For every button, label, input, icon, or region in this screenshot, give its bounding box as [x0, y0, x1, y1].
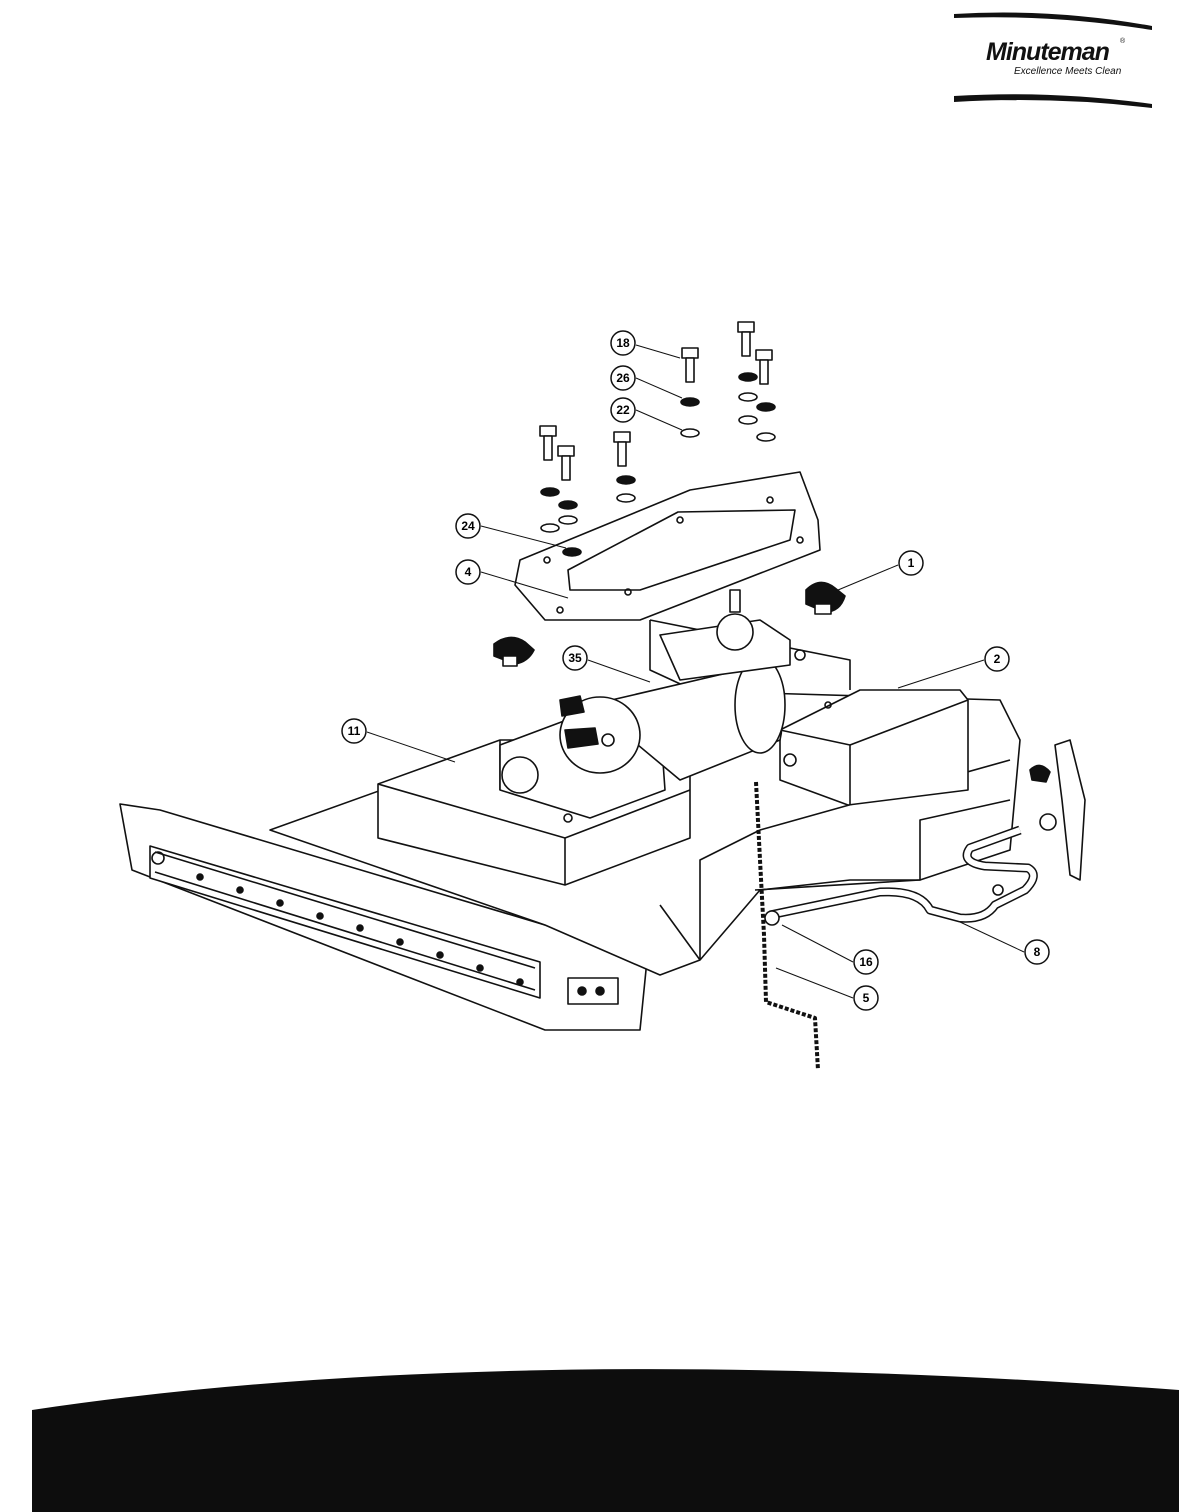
svg-text:35: 35 — [568, 651, 582, 665]
logo-tagline: Excellence Meets Clean — [1014, 66, 1122, 77]
logo-swoosh-lines — [954, 12, 1152, 108]
part-35-motor — [499, 613, 832, 823]
part-16-fitting — [764, 910, 780, 926]
svg-text:26: 26 — [616, 371, 630, 385]
svg-text:5: 5 — [863, 991, 870, 1005]
svg-text:16: 16 — [859, 955, 873, 969]
logo-registered-mark: ® — [1120, 38, 1126, 45]
svg-text:1: 1 — [908, 556, 915, 570]
callout-1: 1 — [898, 550, 924, 576]
callout-4: 4 — [455, 559, 481, 585]
svg-text:11: 11 — [348, 724, 361, 738]
bolts-and-washers — [539, 321, 776, 557]
callout-5: 5 — [853, 985, 879, 1011]
svg-text:18: 18 — [616, 336, 630, 350]
minuteman-logo: Minuteman ® Excellence Meets Clean — [952, 10, 1154, 108]
callout-24: 24 — [455, 513, 481, 539]
part-4-mounting-plate — [514, 471, 821, 621]
callout-22: 22 — [610, 397, 636, 423]
svg-text:8: 8 — [1034, 945, 1041, 959]
logo-brand-text: Minuteman — [986, 38, 1110, 66]
part-5-chain — [754, 781, 820, 1071]
right-bracket — [1029, 739, 1086, 881]
callout-2: 2 — [984, 646, 1010, 672]
part-8-hose — [769, 813, 1057, 923]
part-2-box — [649, 619, 969, 806]
svg-text:2: 2 — [994, 652, 1001, 666]
squeegee-blade-assembly — [119, 803, 649, 1031]
callout-8: 8 — [1024, 939, 1050, 965]
callout-35: 35 — [562, 645, 588, 671]
callout-18: 18 — [610, 330, 636, 356]
bottom-swoosh-band — [32, 1369, 1179, 1512]
callout-26: 26 — [610, 365, 636, 391]
callouts: 18 26 22 24 4 1 35 2 — [341, 330, 1050, 1011]
svg-text:22: 22 — [616, 403, 630, 417]
leader-lines — [366, 344, 1025, 999]
svg-text:24: 24 — [461, 519, 475, 533]
svg-text:4: 4 — [465, 565, 472, 579]
callout-11: 11 — [341, 718, 367, 744]
part-1-knobs — [493, 581, 846, 667]
callout-16: 16 — [853, 949, 879, 975]
